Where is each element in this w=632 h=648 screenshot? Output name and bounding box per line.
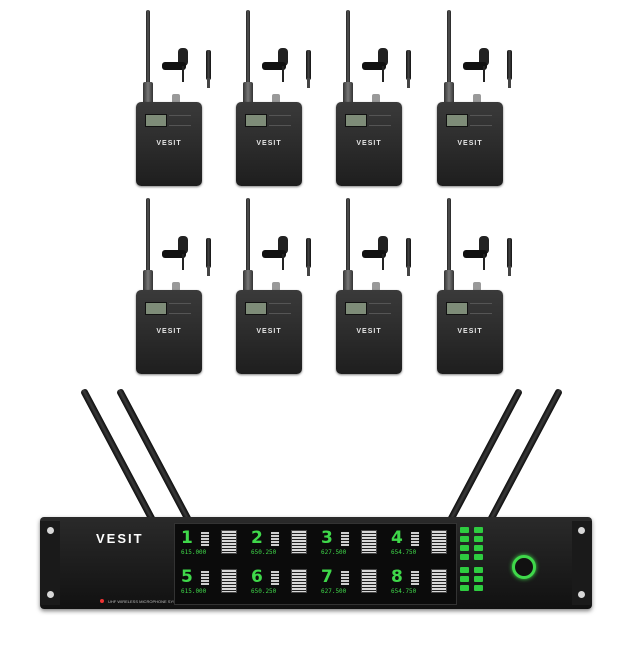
channel-frequency: 627.500	[321, 588, 347, 595]
lavalier-mic	[459, 48, 519, 118]
bodypack-transmitter: VESIT	[136, 196, 202, 374]
receiver-antenna	[486, 387, 564, 524]
channel-number: 1	[181, 528, 193, 548]
channel-number: 2	[251, 528, 263, 548]
lavalier-mic	[358, 236, 418, 306]
receiver-brand: VESIT	[96, 531, 144, 546]
channel-frequency: 627.500	[321, 549, 347, 556]
bodypack-logo: VESIT	[457, 140, 483, 147]
channel-frequency: 654.750	[391, 549, 417, 556]
channel-frequency: 615.000	[181, 549, 207, 556]
bodypack-transmitter: VESIT	[136, 8, 202, 186]
receiver-antenna	[79, 387, 157, 524]
bodypack-transmitter: VESIT	[236, 196, 302, 374]
bodypack-logo: VESIT	[356, 328, 382, 335]
lavalier-mic	[158, 236, 218, 306]
lavalier-mic	[459, 236, 519, 306]
bodypack-logo: VESIT	[256, 328, 282, 335]
receiver-model-line: UHF WIRELESS MICROPHONE SYSTEM	[108, 599, 185, 604]
channel-number: 4	[391, 528, 403, 548]
channel-number: 5	[181, 567, 193, 587]
bodypack-transmitter: VESIT	[437, 196, 503, 374]
lavalier-mic	[358, 48, 418, 118]
power-led	[100, 599, 104, 603]
receiver-antenna	[115, 387, 193, 524]
receiver-antenna	[446, 387, 524, 524]
rack-ear-right	[572, 521, 592, 605]
channel-frequency: 615.000	[181, 588, 207, 595]
bodypack-logo: VESIT	[256, 140, 282, 147]
bodypack-logo: VESIT	[356, 140, 382, 147]
channel-frequency: 654.750	[391, 588, 417, 595]
channel-frequency: 650.250	[251, 588, 277, 595]
bodypack-logo: VESIT	[457, 328, 483, 335]
lavalier-mic	[258, 236, 318, 306]
channel-number: 8	[391, 567, 403, 587]
bodypack-transmitter: VESIT	[236, 8, 302, 186]
control-keys	[460, 527, 500, 599]
lavalier-mic	[258, 48, 318, 118]
channel-number: 3	[321, 528, 333, 548]
power-knob	[512, 555, 536, 579]
bodypack-transmitter: VESIT	[437, 8, 503, 186]
bodypack-logo: VESIT	[156, 140, 182, 147]
bodypack-logo: VESIT	[156, 328, 182, 335]
rack-ear-left	[40, 521, 60, 605]
bodypack-transmitter: VESIT	[336, 8, 402, 186]
lavalier-mic	[158, 48, 218, 118]
channel-frequency: 650.250	[251, 549, 277, 556]
channel-number: 6	[251, 567, 263, 587]
channel-number: 7	[321, 567, 333, 587]
bodypack-transmitter: VESIT	[336, 196, 402, 374]
